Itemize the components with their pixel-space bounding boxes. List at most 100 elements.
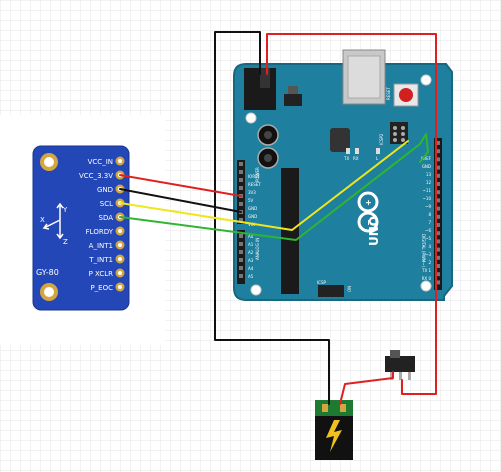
power-pin-hole	[239, 202, 243, 206]
analog-pin-hole	[239, 250, 243, 254]
power-pin-hole	[239, 170, 243, 174]
digital-pin-label: ~5	[425, 236, 431, 241]
axis-y-label: Y	[62, 206, 68, 214]
axis-x-label: X	[40, 216, 45, 224]
uno-logo: UNO	[367, 216, 381, 246]
external-power-jack	[315, 400, 353, 460]
sensor-pin-hole	[118, 271, 122, 275]
sensor-pin-hole	[118, 257, 122, 261]
digital-pin-hole	[436, 173, 440, 178]
power-pin-label: GND	[248, 206, 257, 211]
power-pin-hole	[239, 218, 243, 222]
icsp-header	[318, 285, 344, 297]
wire-red-jack-switch	[339, 371, 394, 405]
sensor-pin-label: VCC_IN	[88, 158, 113, 166]
analog-pin-hole	[239, 242, 243, 246]
digital-pin-hole	[436, 165, 440, 170]
analog-pin-hole	[239, 234, 243, 238]
power-pin-hole	[239, 162, 243, 166]
analog-pin-label: A3	[248, 258, 254, 263]
analog-pin-hole	[239, 258, 243, 262]
sensor-pin-hole	[118, 229, 122, 233]
digital-header	[434, 138, 442, 290]
digital-pin-hole	[436, 280, 440, 285]
power-label: POWER	[255, 167, 260, 182]
wire-green-sda	[119, 133, 429, 241]
digital-pin-hole	[436, 214, 440, 219]
axis-symbol	[42, 202, 64, 240]
analog-pin-label: A4	[248, 266, 254, 271]
digital-pin-hole	[436, 272, 440, 277]
wire-black-gnd	[119, 188, 242, 213]
sensor-pin-hole	[118, 243, 122, 247]
tx-led-label: TX	[343, 156, 349, 161]
power-header	[237, 160, 245, 224]
reset-label: RESET	[386, 87, 391, 100]
digital-pin-hole	[436, 190, 440, 195]
digital-pin-label: 8	[428, 212, 431, 217]
analog-pin-label: A1	[248, 242, 254, 247]
analog-pin-hole	[239, 266, 243, 270]
digital-pin-label: 4	[428, 244, 431, 249]
digital-label: DIGITAL (PWM~)	[421, 234, 426, 268]
digital-pin-label: ~10	[423, 196, 432, 201]
power-pin-hole	[239, 186, 243, 190]
sensor-pin-label: VCC_3.3V	[79, 172, 113, 180]
digital-pin-label: GND	[422, 164, 431, 169]
digital-pin-hole	[436, 264, 440, 268]
digital-pin-label: ~11	[423, 188, 432, 193]
digital-pin-hole	[436, 182, 440, 186]
axis-z-label: Z	[63, 238, 68, 246]
digital-pin-label: 12	[426, 180, 432, 185]
power-pin-label: 5V	[248, 198, 254, 203]
digital-pin-hole	[436, 141, 440, 145]
on-label: ON	[347, 286, 352, 292]
sensor-pin-label: P XCLR	[89, 270, 114, 278]
arduino-logo: − +	[357, 191, 379, 233]
wire-red-power	[266, 33, 437, 395]
svg-text:+: +	[364, 199, 373, 206]
digital-pin-hole	[436, 223, 440, 227]
digital-pin-label: RX 0	[422, 276, 432, 281]
digital-pin-hole	[436, 239, 440, 244]
wire-red-vcc	[119, 174, 242, 197]
analog-pin-label: A2	[248, 250, 254, 255]
digital-pin-hole	[436, 149, 440, 154]
power-pin-hole	[239, 178, 243, 182]
wire-yellow-scl	[119, 140, 409, 231]
digital-pin-label: AREF	[421, 156, 432, 161]
sensor-pin-label: FLORDY	[86, 228, 114, 236]
atmega-chip	[281, 168, 299, 294]
sensor-pin-hole	[118, 159, 122, 163]
digital-pin-hole	[436, 255, 440, 260]
digital-pin-label: 7	[428, 220, 431, 225]
analog-pin-label: A0	[248, 234, 254, 239]
power-pin-label: GND	[248, 214, 257, 219]
sensor-pin-label: SDA	[99, 214, 114, 222]
digital-pin-hole	[436, 157, 440, 162]
sensor-pin-label: P_EOC	[90, 284, 113, 292]
digital-pin-label: ~9	[425, 204, 431, 209]
digital-pin-label: ~3	[425, 252, 431, 257]
digital-pin-label: 13	[426, 172, 432, 177]
svg-text:−: −	[364, 219, 373, 226]
digital-pin-hole	[436, 247, 440, 252]
power-pin-label: IOREF	[248, 174, 261, 179]
icsp-label: ICSP	[317, 280, 327, 285]
rx-led-label: RX	[353, 156, 359, 161]
gy80-sensor-board: Y X Z GY-80 VCC_INVCC_3.3VGNDSCLSDAFLORD…	[32, 145, 130, 311]
sensor-pin-label: T_INT1	[88, 256, 113, 264]
analog-pin-hole	[239, 274, 243, 278]
slide-switch[interactable]	[385, 350, 415, 380]
digital-pin-hole	[436, 206, 440, 211]
wire-black-ground	[214, 31, 330, 405]
sensor-pin-label: SCL	[100, 200, 113, 208]
power-pin-label: 3V3	[248, 190, 256, 195]
arduino-uno-board: RESET ICSP2 TX RX L − + UNO	[233, 49, 453, 301]
digital-pin-label: TX 1	[421, 268, 431, 273]
digital-pin-label: ~6	[425, 228, 431, 233]
sensor-pin-hole	[118, 285, 122, 289]
icsp2-header	[390, 122, 408, 144]
l-led-label: L	[376, 156, 379, 161]
